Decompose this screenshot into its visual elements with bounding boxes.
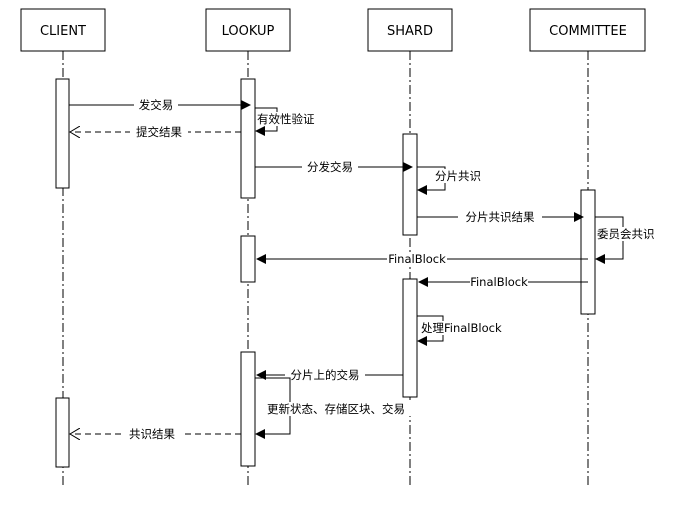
message-update-state: 更新状态、存储区块、交易 <box>255 377 426 439</box>
message-process-finalblock-label: 处理FinalBlock <box>421 321 502 335</box>
message-shard-consensus-result: 分片共识结果 <box>417 210 584 224</box>
message-submit-result-label: 提交结果 <box>136 125 182 139</box>
message-finalblock-to-lookup-label: FinalBlock <box>388 252 446 266</box>
actor-shard: SHARD <box>367 8 453 52</box>
message-consensus-result: 共识结果 <box>70 427 241 441</box>
activation-client-1 <box>55 78 70 189</box>
message-finalblock-to-lookup: FinalBlock <box>256 252 588 266</box>
message-committee-consensus-label: 委员会共识 <box>597 227 655 241</box>
activation-shard-1 <box>402 133 418 236</box>
activation-lookup-2 <box>240 235 256 283</box>
message-finalblock-to-shard: FinalBlock <box>418 275 588 289</box>
message-shard-consensus-result-label: 分片共识结果 <box>466 210 535 224</box>
message-validity-check: 有效性验证 <box>255 107 324 136</box>
actor-shard-label: SHARD <box>387 24 433 39</box>
actor-client: CLIENT <box>20 8 106 52</box>
activation-committee-1 <box>580 189 596 315</box>
message-update-state-label: 更新状态、存储区块、交易 <box>267 402 405 416</box>
actor-lookup-label: LOOKUP <box>222 24 275 39</box>
activation-lookup-1 <box>240 78 256 199</box>
message-shard-consensus-label: 分片共识 <box>435 169 481 183</box>
actor-committee: COMMITTEE <box>529 8 646 52</box>
message-dispatch-tx: 分发交易 <box>255 160 413 174</box>
message-dispatch-tx-label: 分发交易 <box>307 160 353 174</box>
message-finalblock-to-shard-label: FinalBlock <box>470 275 528 289</box>
message-shard-tx-label: 分片上的交易 <box>291 368 360 382</box>
message-send-tx: 发交易 <box>69 98 251 112</box>
activation-lookup-3 <box>240 351 256 467</box>
message-send-tx-label: 发交易 <box>139 98 174 112</box>
message-process-finalblock: 处理FinalBlock <box>417 315 504 346</box>
actor-committee-label: COMMITTEE <box>549 24 627 39</box>
activation-shard-2 <box>402 278 418 398</box>
activation-client-2 <box>55 397 70 468</box>
message-validity-check-label: 有效性验证 <box>257 112 315 126</box>
message-shard-tx: 分片上的交易 <box>256 368 403 382</box>
actor-lookup: LOOKUP <box>205 8 291 52</box>
message-shard-consensus: 分片共识 <box>417 166 489 195</box>
actor-client-label: CLIENT <box>40 24 86 39</box>
message-consensus-result-label: 共识结果 <box>129 427 175 441</box>
message-committee-consensus: 委员会共识 <box>595 216 666 264</box>
message-submit-result: 提交结果 <box>70 125 241 139</box>
